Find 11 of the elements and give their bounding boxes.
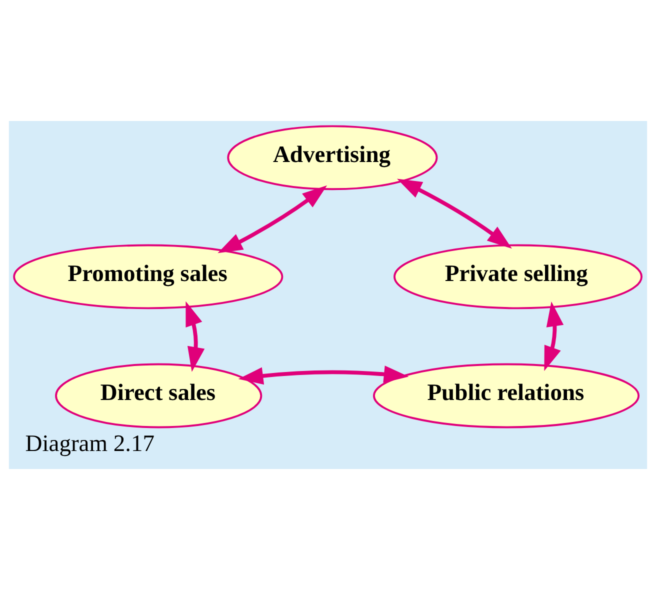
node-ellipse: Direct sales [55, 363, 262, 428]
arrow [186, 301, 205, 372]
node-ellipse: Advertising [227, 125, 438, 190]
node-ellipse: Public relations [372, 363, 640, 428]
arrow [544, 302, 564, 372]
node-ellipse: Promoting sales [13, 244, 284, 310]
arrow [396, 178, 512, 249]
node-ellipse: Private selling [394, 244, 643, 310]
arrow [238, 366, 409, 385]
caption: Diagram 2.17 [25, 431, 155, 458]
arrow [218, 185, 328, 254]
